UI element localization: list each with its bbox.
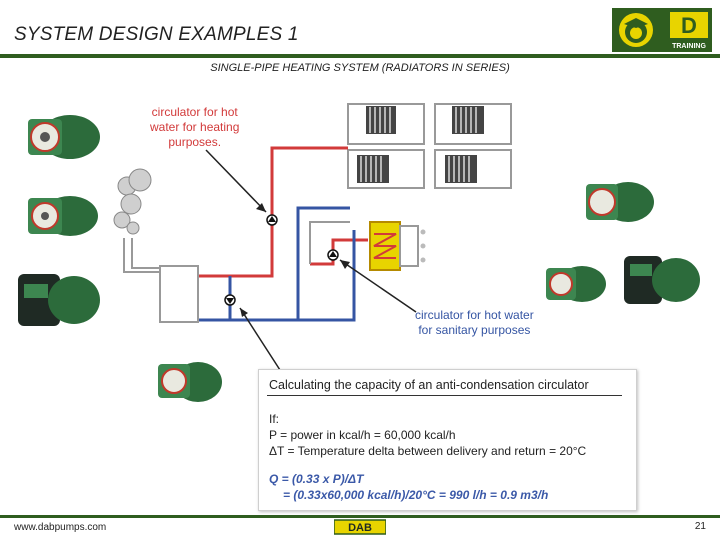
logo-letter: D [681,13,697,38]
return-callout-arrow [239,307,281,371]
calculation-heading: Calculating the capacity of an anti-cond… [269,378,589,392]
calculation-formula-result: = (0.33x60,000 kcal/h)/20°C = 990 l/h = … [283,488,549,502]
calculation-line: P = power in kcal/h = 60,000 kcal/h [269,428,456,442]
title-bar: SYSTEM DESIGN EXAMPLES 1 [0,10,720,58]
pump-image [22,188,100,249]
pump-image [152,352,224,415]
calculation-line: ΔT = Temperature delta between delivery … [269,444,587,458]
boiler [159,265,199,323]
heating-callout-arrow [205,149,267,213]
pump-image [14,268,102,337]
page-title: SYSTEM DESIGN EXAMPLES 1 [14,24,299,45]
slide-subtitle: SINGLE-PIPE HEATING SYSTEM (RADIATORS IN… [210,62,510,74]
footer-website-link[interactable]: www.dabpumps.com [14,522,107,533]
calculation-line: If: [269,412,280,426]
hot-water-tank [369,221,426,271]
sanitary-callout-arrow [339,259,417,313]
calculation-heading-rule [267,395,622,396]
sanitary-circulator-callout: circulator for hot water for sanitary pu… [415,308,534,338]
heating-circulator-callout: circulator for hot water for heating pur… [150,105,239,150]
dab-training-logo: D TRAINING [612,8,712,57]
footer-dab-logo: DAB [333,518,387,543]
footer-divider [0,515,720,518]
title-divider [0,54,720,58]
pump-image [20,105,102,172]
pump-image [620,250,702,317]
circulator-symbols [224,214,339,306]
footer-brand-text: DAB [348,522,372,534]
pump-image [540,258,610,315]
logo-training-text: TRAINING [672,43,706,50]
calculation-panel: Calculating the capacity of an anti-cond… [258,369,637,511]
pump-image [580,172,658,235]
page-number: 21 [694,521,706,532]
heating-callout-line-1: circulator for hot [151,105,238,119]
sanitary-callout-line-1: circulator for hot water [415,308,534,322]
heating-callout-line-3: purposes. [168,135,222,149]
sanitary-callout-line-2: for sanitary purposes [418,323,531,337]
heating-callout-line-2: water for heating [150,120,240,134]
calculation-formula: Q = (0.33 x P)/ΔT [269,472,364,486]
return-pipe [196,206,356,322]
supply-pipes [123,221,350,273]
radiator-group [347,103,512,189]
chimney-smoke [113,168,152,235]
